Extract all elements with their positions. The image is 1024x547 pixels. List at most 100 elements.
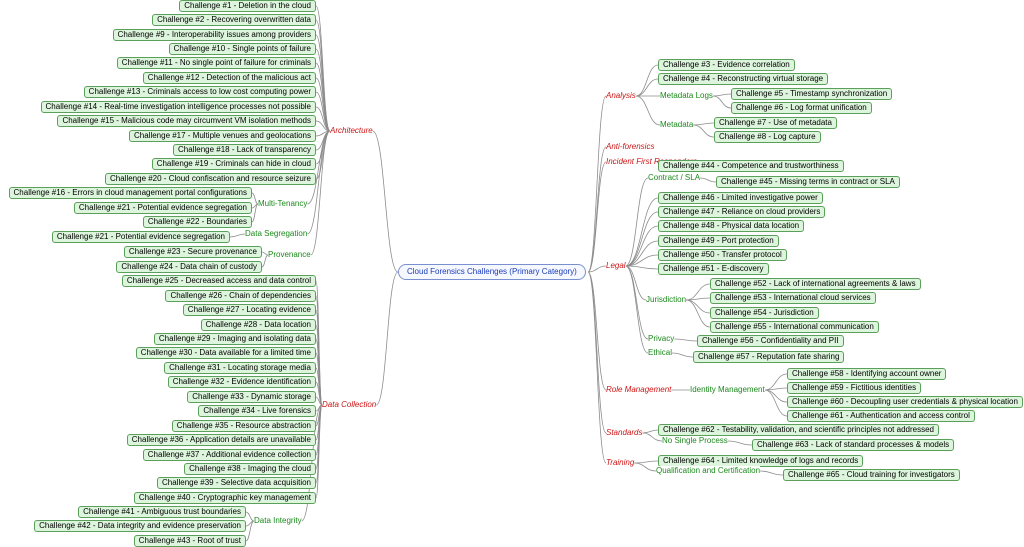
connector-line [693, 122, 715, 126]
connector-line [315, 34, 331, 132]
challenge-node: Challenge #21 - Potential evidence segre… [51, 231, 230, 243]
challenge-node: Challenge #12 - Detection of the malicio… [142, 72, 316, 84]
challenge-node: Challenge #38 - Imaging the cloud [184, 463, 316, 475]
challenge-node: Challenge #17 - Multiple venues and geol… [128, 130, 316, 142]
challenge-node: Challenge #30 - Data available for a lim… [135, 347, 316, 359]
connector-line [229, 233, 246, 238]
category-label: Training [606, 458, 635, 468]
challenge-node: Challenge #65 - Cloud training for inves… [783, 469, 960, 481]
connector-line [310, 130, 331, 256]
connector-line [587, 161, 607, 273]
challenge-node: Challenge #36 - Application details are … [126, 434, 316, 446]
challenge-node: Challenge #13 - Criminals access to low … [83, 86, 316, 98]
connector-line [712, 93, 732, 97]
challenge-node: Challenge #40 - Cryptographic key manage… [133, 492, 316, 504]
connector-line [315, 106, 331, 132]
connector-line [764, 389, 788, 417]
connector-line [625, 265, 649, 354]
challenge-node: Challenge #32 - Evidence identification [167, 376, 316, 388]
challenge-node: Challenge #35 - Resource abstraction [171, 420, 316, 432]
connector-line [245, 511, 255, 522]
challenge-node: Challenge #41 - Ambiguous trust boundari… [78, 506, 246, 518]
challenge-node: Challenge #50 - Transfer protocol [658, 249, 787, 261]
challenge-node: Challenge #51 - E-discovery [658, 263, 769, 275]
connector-line [700, 177, 717, 183]
connector-line [674, 338, 698, 342]
challenge-node: Challenge #43 - Root of trust [133, 535, 246, 547]
challenge-node: Challenge #56 - Confidentiality and PII [697, 335, 844, 347]
category-label: Data Collection [322, 400, 377, 410]
challenge-node: Challenge #42 - Data integrity and evide… [34, 520, 246, 532]
challenge-node: Challenge #34 - Live forensics [198, 405, 316, 417]
challenge-node: Challenge #57 - Reputation fate sharing [693, 351, 845, 363]
connector-line [672, 352, 694, 358]
challenge-node: Challenge #49 - Port protection [658, 235, 779, 247]
subcategory-label: Data Integrity [254, 516, 302, 526]
subcategory-label: Provenance [268, 250, 311, 260]
subcategory-label: Metadata [660, 120, 694, 130]
category-label: Standards [606, 428, 643, 438]
challenge-node: Challenge #5 - Timestamp synchronization [731, 88, 893, 100]
connector-line [306, 130, 331, 235]
connector-line [307, 130, 331, 205]
category-label: Legal [606, 261, 626, 271]
challenge-node: Challenge #11 - No single point of failu… [116, 57, 316, 69]
challenge-node: Challenge #18 - Lack of transparency [173, 144, 316, 156]
challenge-node: Challenge #39 - Selective data acquisiti… [157, 477, 316, 489]
challenge-node: Challenge #25 - Decreased access and dat… [121, 275, 316, 287]
subcategory-label: Jurisdiction [646, 295, 687, 305]
connector-line [625, 197, 659, 267]
challenge-node: Challenge #44 - Competence and trustwort… [658, 160, 844, 172]
challenge-node: Challenge #9 - Interoperability issues a… [112, 29, 316, 41]
challenge-node: Challenge #48 - Physical data location [658, 220, 805, 232]
subcategory-label: Metadata Logs [660, 91, 713, 101]
connector-line [375, 271, 399, 406]
connector-line [635, 95, 661, 126]
connector-line [372, 130, 399, 273]
challenge-node: Challenge #14 - Real-time investigation … [40, 101, 316, 113]
subcategory-label: Privacy [648, 334, 675, 344]
challenge-node: Challenge #15 - Malicious code may circu… [57, 115, 316, 127]
connector-line [587, 265, 607, 273]
connector-line [315, 120, 331, 132]
challenge-node: Challenge #62 - Testability, validation,… [658, 424, 939, 436]
connector-line [587, 271, 607, 464]
challenge-node: Challenge #58 - Identifying account owne… [787, 368, 947, 380]
challenge-node: Challenge #20 - Cloud confiscation and r… [104, 173, 316, 185]
challenge-node: Challenge #53 - International cloud serv… [710, 292, 876, 304]
challenge-node: Challenge #64 - Limited knowledge of log… [658, 455, 864, 467]
subcategory-label: Identity Management [690, 385, 765, 395]
connector-line [712, 95, 732, 109]
challenge-node: Challenge #24 - Data chain of custody [116, 261, 262, 273]
subcategory-label: Qualification and Certification [656, 466, 761, 476]
connector-line [635, 78, 659, 97]
challenge-node: Challenge #54 - Jurisdiction [710, 307, 819, 319]
connector-line [625, 177, 649, 267]
connector-line [685, 283, 711, 301]
challenge-node: Challenge #45 - Missing terms in contrac… [716, 176, 900, 188]
connector-line [634, 462, 657, 472]
challenge-node: Challenge #47 - Reliance on cloud provid… [658, 206, 826, 218]
challenge-node: Challenge #3 - Evidence correlation [658, 59, 795, 71]
challenge-node: Challenge #8 - Log capture [714, 131, 821, 143]
connector-line [315, 404, 323, 499]
challenge-node: Challenge #55 - International communicat… [710, 321, 879, 333]
connector-line [587, 271, 607, 434]
root-node: Cloud Forensics Challenges (Primary Cate… [398, 264, 586, 280]
challenge-node: Challenge #10 - Single points of failure [168, 43, 316, 55]
challenge-node: Challenge #31 - Locating storage media [164, 362, 316, 374]
connector-line [634, 460, 659, 464]
connector-line [251, 203, 259, 223]
challenge-node: Challenge #61 - Authentication and acces… [787, 410, 975, 422]
connector-line [760, 470, 784, 476]
subcategory-label: Multi-Tenancy [258, 199, 308, 209]
subcategory-label: No Single Process [662, 436, 728, 446]
challenge-node: Challenge #29 - Imaging and isolating da… [153, 333, 316, 345]
category-label: Anti-forensics [606, 142, 655, 152]
challenge-node: Challenge #7 - Use of metadata [714, 117, 837, 129]
category-label: Role Management [606, 385, 672, 395]
challenge-node: Challenge #26 - Chain of dependencies [165, 290, 316, 302]
connector-line [245, 520, 255, 542]
